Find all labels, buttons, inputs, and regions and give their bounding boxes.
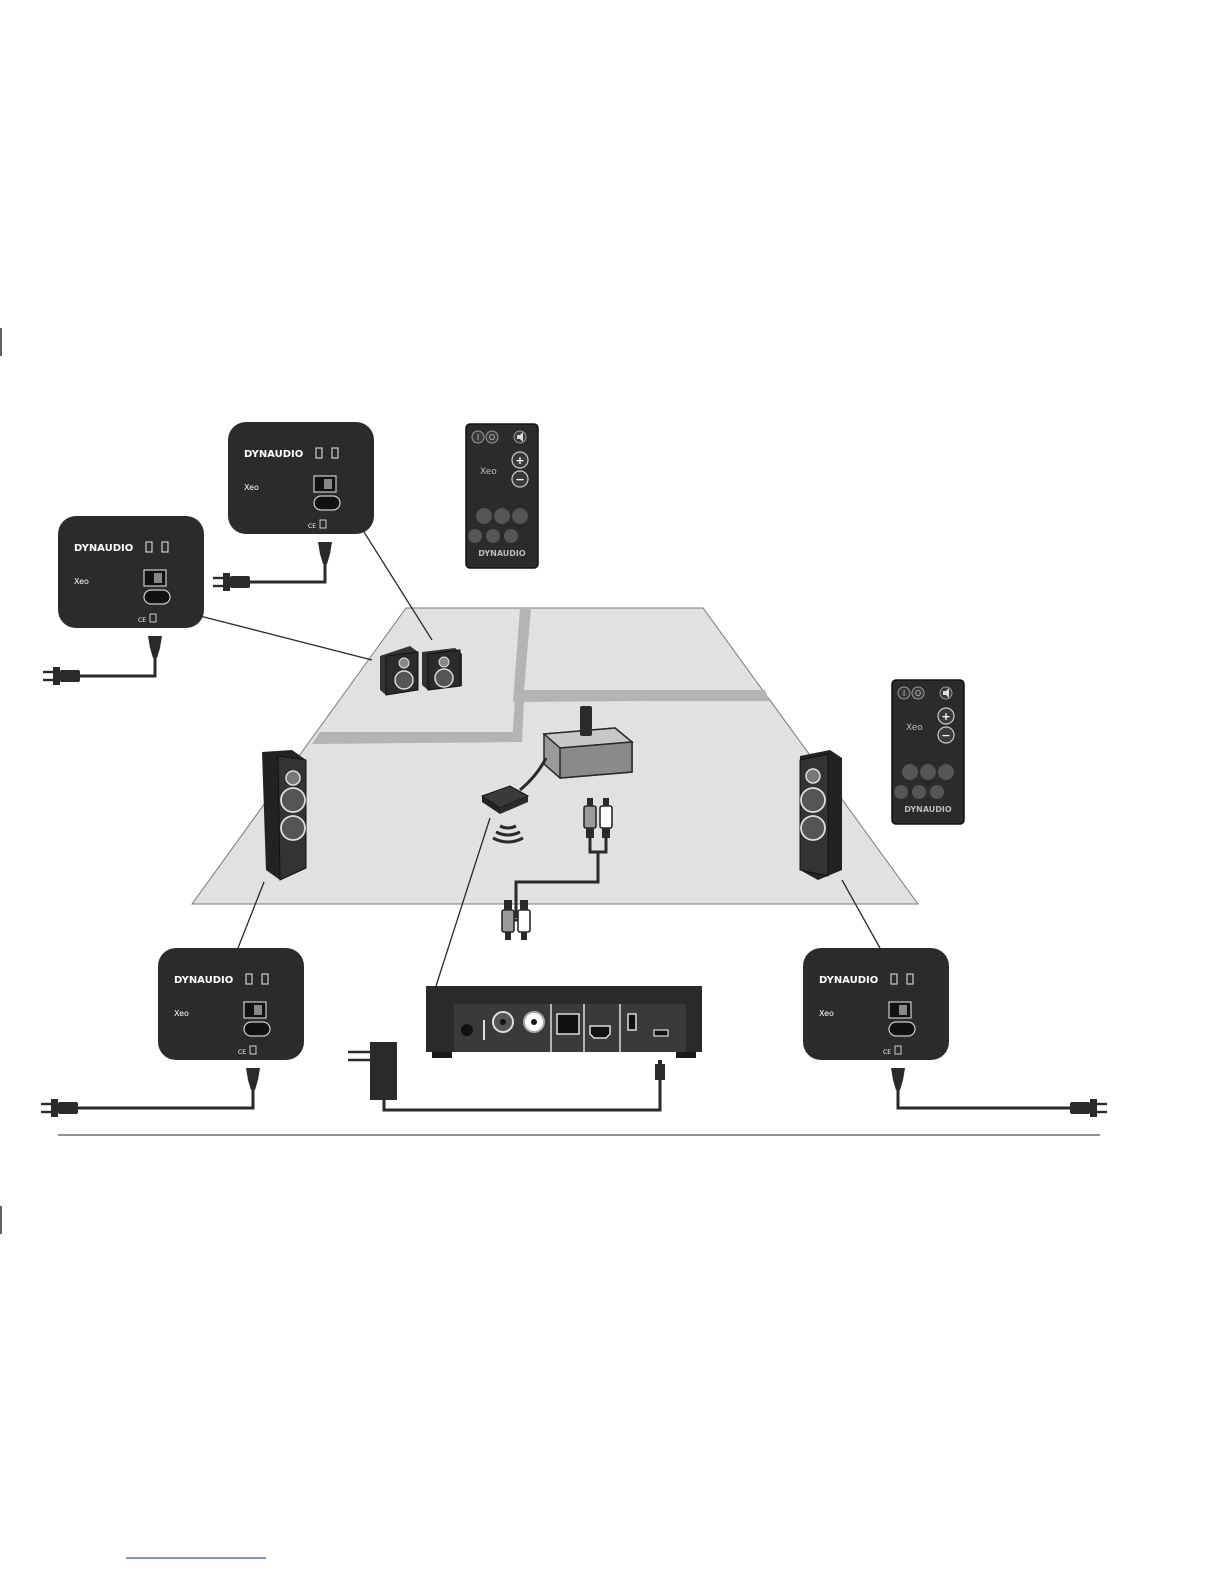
volume-down-button: − (515, 473, 524, 486)
volume-up-button: + (515, 454, 524, 467)
remote-brand-label: DYNAUDIO (478, 549, 526, 558)
power-on-button: I (477, 433, 479, 442)
power-on-button: I (903, 689, 905, 698)
svg-text:CE: CE (238, 1049, 246, 1056)
power-cable-top-panel (213, 542, 332, 591)
floorstanding-speaker-left (262, 750, 306, 880)
svg-text:CE: CE (308, 523, 316, 530)
speaker-rear-panel-top: DYNAUDIO Xeo CE (228, 422, 374, 534)
remote-brand-label: DYNAUDIO (904, 805, 952, 814)
panel-model-label: Xeo (819, 1009, 834, 1018)
remote-control-top: I O Xeo + − DYNAUDIO (466, 424, 538, 568)
volume-up-button: + (941, 710, 950, 723)
ipod-device (580, 706, 592, 736)
panel-brand-label: DYNAUDIO (74, 543, 133, 554)
remote-model-label: Xeo (480, 467, 497, 477)
svg-text:CE: CE (138, 617, 146, 624)
speaker-rear-panel-bottom-right: DYNAUDIO Xeo CE (803, 948, 949, 1060)
floorstanding-speaker-right (800, 750, 842, 880)
power-off-button: O (915, 689, 921, 698)
power-cable-bottom-right-panel (891, 1068, 1107, 1117)
xeo-base-unit (426, 986, 702, 1058)
svg-text:CE: CE (883, 1049, 891, 1056)
power-adapter (348, 1042, 665, 1110)
speaker-rear-panel-bottom-left: DYNAUDIO Xeo CE (158, 948, 304, 1060)
panel-model-label: Xeo (174, 1009, 189, 1018)
remote-control-right: I O Xeo + − DYNAUDIO (892, 680, 964, 824)
panel-brand-label: DYNAUDIO (174, 975, 233, 986)
speaker-rear-panel-left: DYNAUDIO Xeo CE (58, 516, 204, 628)
remote-model-label: Xeo (906, 723, 923, 733)
power-off-button: O (489, 433, 495, 442)
power-cable-bottom-left-panel (41, 1068, 260, 1117)
panel-model-label: Xeo (74, 577, 89, 586)
bookshelf-speaker-right (422, 648, 462, 690)
panel-brand-label: DYNAUDIO (244, 449, 303, 460)
panel-brand-label: DYNAUDIO (819, 975, 878, 986)
volume-down-button: − (941, 729, 950, 742)
power-cable-left-panel (43, 636, 162, 685)
panel-model-label: Xeo (244, 483, 259, 492)
